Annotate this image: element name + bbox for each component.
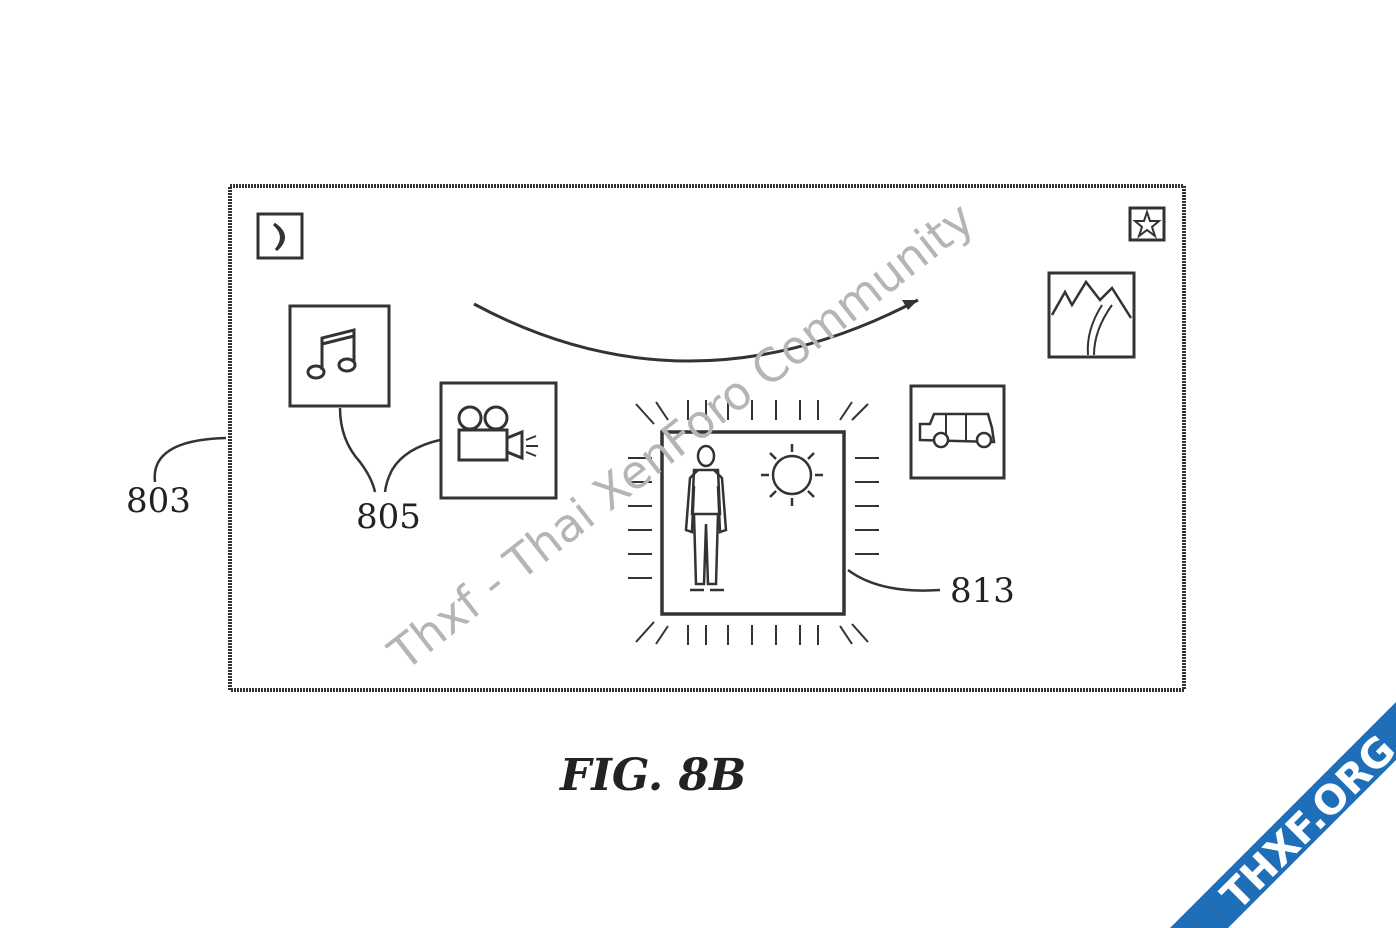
star-icon <box>1128 206 1166 242</box>
highlight-rays <box>628 400 879 645</box>
label-803: 803 <box>126 481 191 521</box>
label-805: 805 <box>356 497 421 537</box>
figure-caption: FIG. 8B <box>558 750 746 801</box>
music-note-icon <box>288 304 391 408</box>
sun-icon <box>761 444 823 506</box>
jeep-vehicle-icon <box>909 384 1006 480</box>
label-813: 813 <box>950 571 1015 611</box>
video-camera-icon <box>439 381 558 500</box>
corner-banner-text: THXF.ORG <box>1213 727 1396 919</box>
person-figure-icon <box>684 444 728 592</box>
moon-icon <box>256 212 304 260</box>
leader-lines <box>153 407 941 592</box>
screen-frame <box>228 184 1186 692</box>
mountain-landscape-icon <box>1047 271 1136 359</box>
selected-item-frame <box>660 430 846 616</box>
scroll-motion-arrow <box>473 298 919 363</box>
watermark-text: Thxf - Thai XenForo Community <box>378 191 984 681</box>
corner-banner: THXF.ORG <box>1170 702 1396 928</box>
